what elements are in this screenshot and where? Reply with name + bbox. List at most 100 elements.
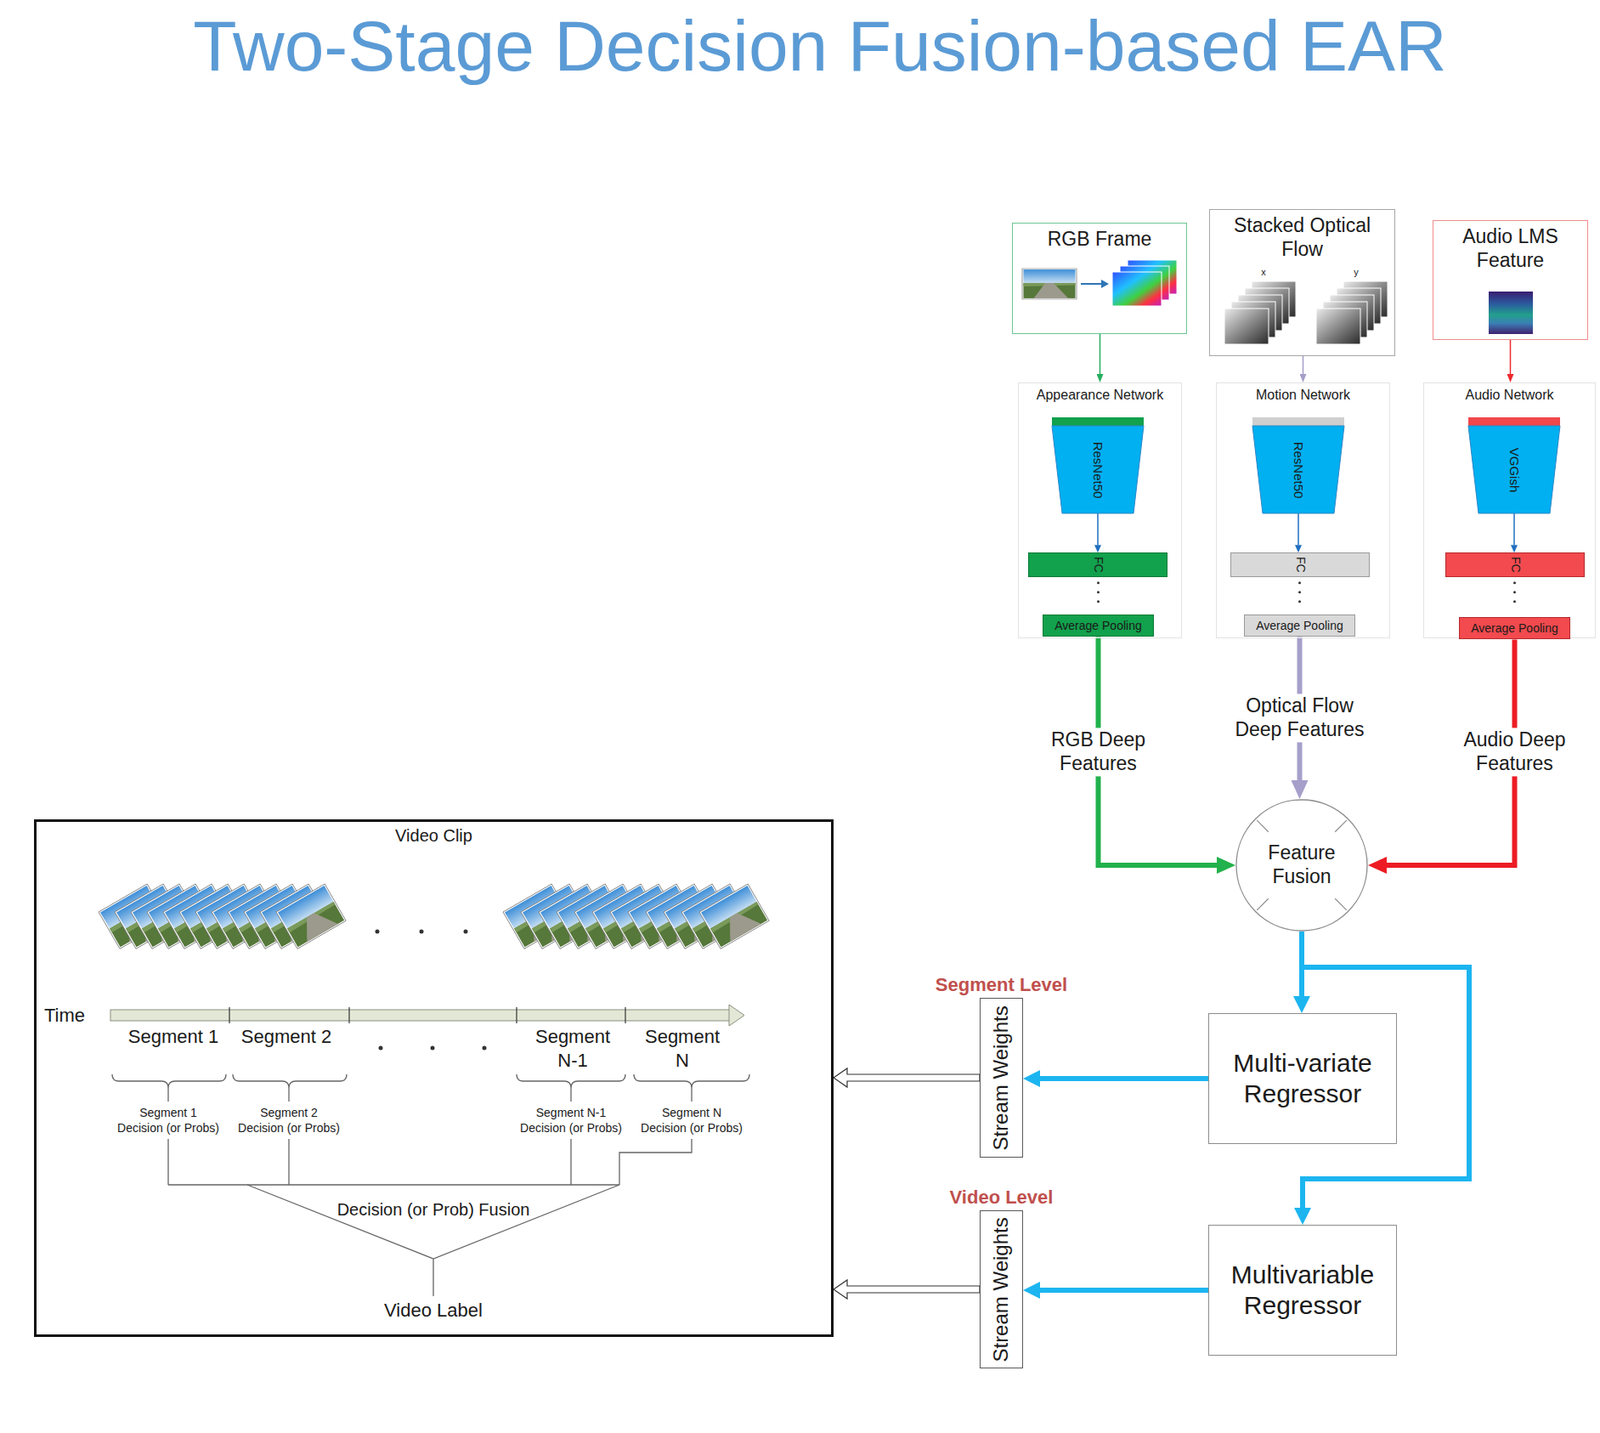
fusion-circle: Feature Fusion <box>1235 798 1369 932</box>
annotation-label: y <box>1345 265 1367 278</box>
node-text: Average Pooling <box>1470 621 1558 636</box>
flow-frame <box>1316 308 1361 345</box>
segment-brace <box>516 1074 626 1088</box>
input-box: RGB Frame <box>1012 222 1188 334</box>
node-text: FC <box>1091 556 1106 573</box>
ellipsis-dot <box>375 929 380 934</box>
backbone-trapezoid: ResNet50 <box>1252 417 1345 514</box>
annotation-label: Video Label <box>339 1299 527 1322</box>
segment-brace <box>232 1074 347 1088</box>
annotation-label: Segment N Decision (or Probs) <box>639 1104 745 1136</box>
circle-outline <box>1236 799 1368 931</box>
connector <box>1302 356 1305 374</box>
node-text: Average Pooling <box>1255 618 1343 634</box>
trapezoid-body <box>1051 425 1144 514</box>
flow-frame <box>1224 308 1269 345</box>
annotation-label: Segment N <box>635 1024 730 1073</box>
hollow-arrow <box>833 1279 980 1299</box>
annotation-label: Time <box>34 1004 95 1027</box>
pooling-layer: Average Pooling <box>1458 616 1571 640</box>
node-text: Audio Network <box>1464 386 1554 403</box>
segment-tick <box>515 1006 517 1024</box>
weights-box: Segment LevelStream Weights <box>979 997 1024 1158</box>
circle-tick <box>1334 898 1347 911</box>
connector <box>1297 513 1300 545</box>
video-frame <box>699 883 769 949</box>
spectrogram <box>1488 291 1533 334</box>
backbone-trapezoid: VGGish <box>1468 417 1561 514</box>
ellipsis-dot <box>419 929 425 934</box>
node-text: Multi-variate Regressor <box>1215 1047 1390 1109</box>
segment-brace <box>112 1074 227 1088</box>
node-text: Average Pooling <box>1054 618 1142 634</box>
regressor-box: Multivariable Regressor <box>1208 1224 1397 1356</box>
leader-line <box>168 1138 692 1185</box>
dotted-connector <box>1096 582 1100 609</box>
pooling-layer: Average Pooling <box>1042 614 1154 638</box>
ellipsis-dot <box>463 929 469 934</box>
leader-line <box>168 1087 692 1102</box>
fc-layer: FC <box>1028 552 1168 577</box>
hollow-arrow <box>833 1068 980 1087</box>
video-clip-panel: Video Clip <box>33 819 834 1337</box>
circle-tick <box>1256 898 1269 911</box>
pooling-layer: Average Pooling <box>1243 614 1356 638</box>
input-box: Audio LMS Feature <box>1432 220 1589 340</box>
network-panel: ResNet50FC Average Pooling Appearance Netw… <box>1017 382 1182 639</box>
node-text: Appearance Network <box>1036 386 1164 403</box>
fusion-lines <box>247 1184 620 1296</box>
node-text: Video Clip <box>395 825 473 846</box>
level-heading: Segment Level <box>935 973 1068 996</box>
small-arrow <box>1101 279 1109 289</box>
fc-layer: FC <box>1445 552 1585 577</box>
connector <box>1513 513 1516 545</box>
node-text: Multivariable Regressor <box>1215 1259 1390 1321</box>
dotted-connector <box>1298 582 1301 609</box>
annotation-label: x <box>1253 265 1274 278</box>
edge-label: Audio Deep Features <box>1439 727 1591 776</box>
segment-tick <box>348 1006 350 1024</box>
regressor-box: Multi-variate Regressor <box>1208 1012 1397 1144</box>
diagram-title: Two-Stage Decision Fusion-based EAR <box>140 6 1500 85</box>
node-text: FC <box>1508 556 1523 573</box>
node-text: Motion Network <box>1255 386 1351 403</box>
node-text: ResNet50 <box>1290 440 1307 498</box>
rgb-thumbnail <box>1022 268 1077 300</box>
connector <box>1099 333 1102 374</box>
segment-tick <box>624 1006 626 1024</box>
dotted-connector <box>1513 582 1516 611</box>
trapezoid-body <box>1468 425 1561 514</box>
input-layer-bar <box>1051 417 1144 426</box>
annotation-label: Segment N-1 <box>525 1024 620 1073</box>
edge-label: RGB Deep Features <box>1023 727 1175 776</box>
circle-tick <box>1334 819 1347 832</box>
trapezoid-body <box>1252 425 1345 514</box>
node-text: Stream Weights <box>989 1005 1014 1150</box>
input-layer-bar <box>1252 417 1345 426</box>
node-text: Stacked Optical Flow <box>1219 214 1386 261</box>
node-text: Audio LMS Feature <box>1440 225 1581 272</box>
node-text: ResNet50 <box>1090 440 1106 498</box>
network-panel: ResNet50FC Average Pooling Motion Network <box>1215 382 1391 639</box>
connector <box>1096 513 1099 545</box>
circle-tick <box>1256 819 1269 832</box>
node-text: VGGish <box>1506 446 1522 492</box>
annotation-label: Segment 2 <box>239 1024 334 1049</box>
weights-box: Video LevelStream Weights <box>979 1209 1024 1369</box>
node-text: Feature Fusion <box>1250 841 1353 888</box>
ellipsis-dot <box>378 1045 384 1051</box>
node-text: FC <box>1293 556 1308 573</box>
annotation-label: Segment N-1 Decision (or Probs) <box>519 1104 624 1136</box>
edge-label: Optical Flow Deep Features <box>1224 693 1376 742</box>
fc-layer: FC <box>1230 552 1370 577</box>
annotation-label: Segment 2 Decision (or Probs) <box>237 1104 342 1136</box>
segment-tick <box>228 1006 230 1024</box>
backbone-trapezoid: ResNet50 <box>1051 417 1144 514</box>
connector <box>1040 1287 1209 1293</box>
ellipsis-dot <box>430 1045 436 1051</box>
input-box: Stacked Optical Flow <box>1209 209 1396 357</box>
input-layer-bar <box>1468 417 1561 426</box>
time-axis-head <box>729 1004 745 1026</box>
small-arrow <box>1080 282 1103 285</box>
